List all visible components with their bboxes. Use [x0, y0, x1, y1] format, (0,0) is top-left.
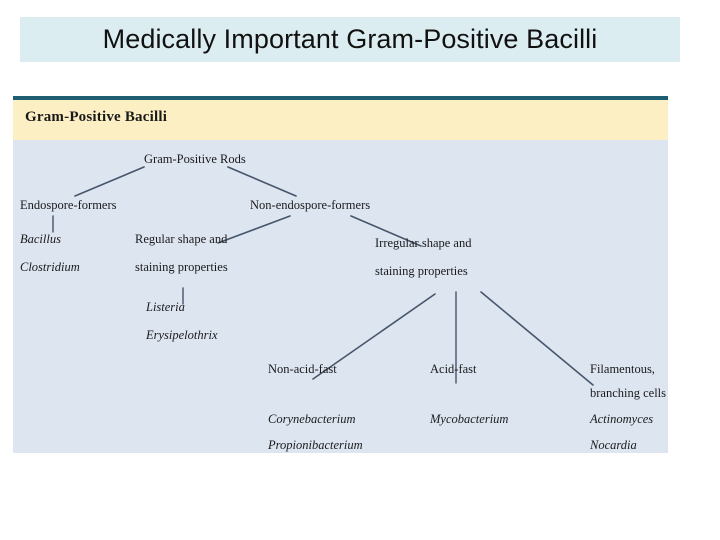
genus-corynebacterium: Corynebacterium [268, 412, 356, 426]
node-irregular-shape-line2: staining properties [375, 264, 468, 278]
node-non-acid-fast: Non-acid-fast [268, 362, 337, 376]
genus-actinomyces: Actinomyces [590, 412, 654, 426]
edge-nonendospore-to-regular [217, 215, 291, 244]
node-non-endospore-formers: Non-endospore-formers [250, 198, 371, 212]
edge-root-to-endospore [74, 166, 145, 197]
genus-erysipelothrix: Erysipelothrix [146, 328, 218, 342]
gram-positive-bacilli-figure: Gram-Positive Bacilli [13, 96, 668, 453]
node-acid-fast: Acid-fast [430, 362, 477, 376]
genus-nocardia: Nocardia [590, 438, 637, 452]
edge-root-to-nonendospore [227, 166, 297, 197]
genus-listeria: Listeria [146, 300, 185, 314]
figure-header-label: Gram-Positive Bacilli [25, 109, 168, 125]
node-filamentous-line2: branching cells [590, 386, 667, 400]
node-regular-shape-line2: staining properties [135, 260, 228, 274]
slide-title-banner: Medically Important Gram-Positive Bacill… [20, 17, 680, 62]
page-title: Medically Important Gram-Positive Bacill… [102, 24, 598, 54]
node-irregular-shape-line1: Irregular shape and [375, 236, 472, 250]
genus-mycobacterium: Mycobacterium [430, 412, 509, 426]
genus-clostridium: Clostridium [20, 260, 80, 274]
node-endospore-formers: Endospore-formers [20, 198, 117, 212]
edge-irregular-to-filamentous [480, 291, 594, 386]
figure-header-bar: Gram-Positive Bacilli [13, 100, 668, 140]
node-filamentous-line1: Filamentous, [590, 362, 655, 376]
genus-bacillus: Bacillus [20, 232, 61, 246]
figure-body: Gram-Positive Rods Endospore-formers Non… [13, 140, 668, 453]
tree-connector-lines [52, 166, 594, 386]
node-regular-shape-line1: Regular shape and [135, 232, 228, 246]
node-gram-positive-rods: Gram-Positive Rods [144, 152, 246, 166]
genus-propionibacterium: Propionibacterium [268, 438, 363, 452]
